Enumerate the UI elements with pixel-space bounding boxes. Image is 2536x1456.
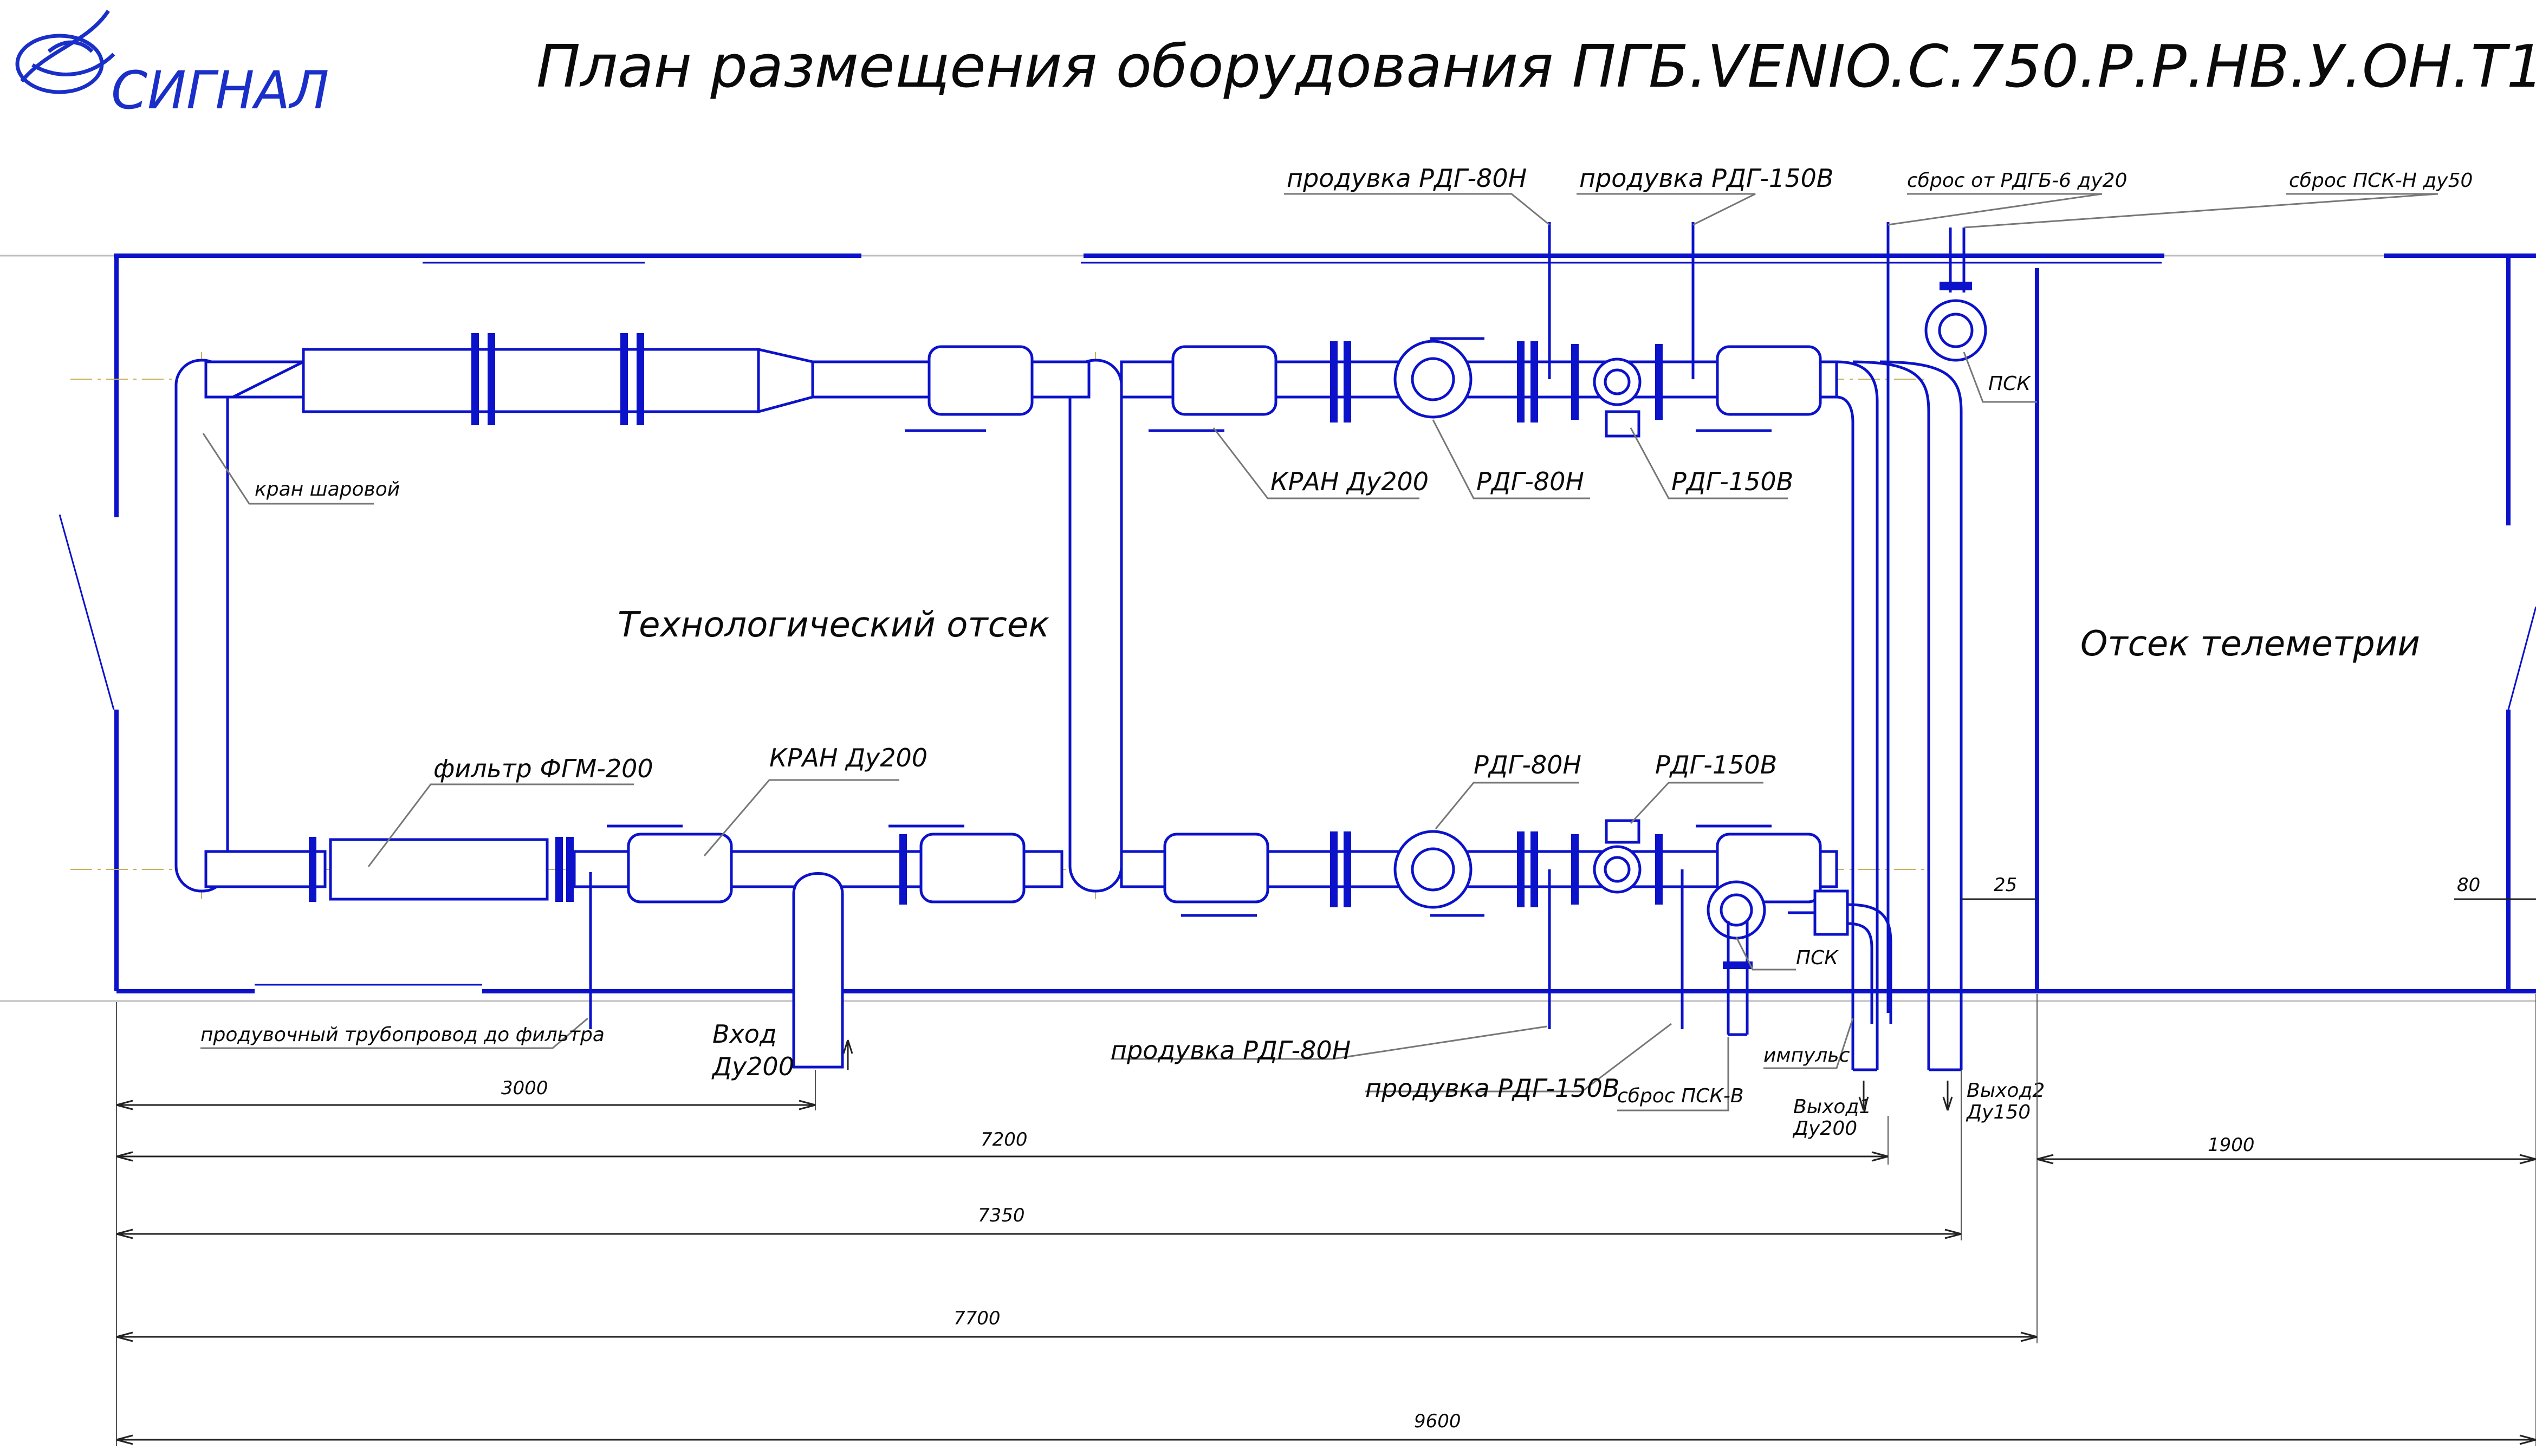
valve-dn200-bottom-label: КРАН Ду200 [769,743,928,772]
dim-80: 80 [2457,874,2480,896]
dimension-lines [116,898,2536,1446]
dimension-values: 25 80 3000 7200 1900 7350 7700 9600 [501,874,2480,1432]
inlet-label: Вход [712,1019,777,1049]
dim-3000: 3000 [501,1077,548,1099]
discharge-rdgb6-label: сброс от РДГБ-6 ду20 [1907,170,2127,192]
psk-bottom-label: ПСК [1796,947,1839,969]
dim-7700: 7700 [954,1308,1001,1329]
filter-label: фильтр ФГМ-200 [433,754,653,783]
purge-to-filter-label: продувочный трубопровод до фильтра [200,1024,605,1046]
rdg150v-bottom-label: РДГ-150В [1655,750,1777,779]
telemetry-room-label: Отсек телеметрии [2080,624,2420,664]
leader-lines [200,193,2438,1112]
valve-dn200-top-label: КРАН Ду200 [1270,467,1429,496]
impulse-label: импульс [1763,1044,1850,1067]
ball-valve-label: кран шаровой [255,478,400,500]
rdg150v-top-label: РДГ-150В [1671,467,1793,496]
outlet1-dn-label: Ду200 [1792,1117,1857,1140]
discharge-psk-n-label: сброс ПСК-Н ду50 [2289,170,2473,192]
outlet2-label: Выход2 [1967,1080,2045,1102]
technological-room-label: Технологический отсек [618,605,1049,645]
pipeline [70,222,1987,1071]
purge-rdg80n-bottom-label: продувка РДГ-80Н [1111,1036,1351,1065]
outlet1-label: Выход1 [1793,1096,1871,1118]
dim-7350: 7350 [978,1205,1025,1226]
company-logo: СИГНАЛ [15,10,329,121]
equipment-labels: продувка РДГ-80Н продувка РДГ-150В сброс… [200,164,2473,1140]
dim-7200: 7200 [981,1129,1028,1150]
dim-9600: 9600 [1414,1410,1461,1432]
dim-25: 25 [1994,874,2017,896]
purge-rdg150v-bottom-label: продувка РДГ-150В [1365,1074,1619,1103]
discharge-psk-v-label: сброс ПСК-В [1617,1085,1744,1107]
psk-top-label: ПСК [1988,373,2031,395]
purge-rdg150v-top-label: продувка РДГ-150В [1579,164,1833,193]
purge-rdg80n-top-label: продувка РДГ-80Н [1287,164,1527,193]
rdg80n-top-label: РДГ-80Н [1476,467,1584,496]
company-name: СИГНАЛ [111,60,329,121]
dim-1900: 1900 [2208,1134,2255,1156]
inlet-dn-label: Ду200 [711,1052,794,1081]
drawing-title: План размещения оборудования ПГБ.VENIO.C… [536,33,2536,101]
rdg80n-bottom-label: РДГ-80Н [1474,750,1581,779]
outlet2-dn-label: Ду150 [1966,1101,2031,1123]
